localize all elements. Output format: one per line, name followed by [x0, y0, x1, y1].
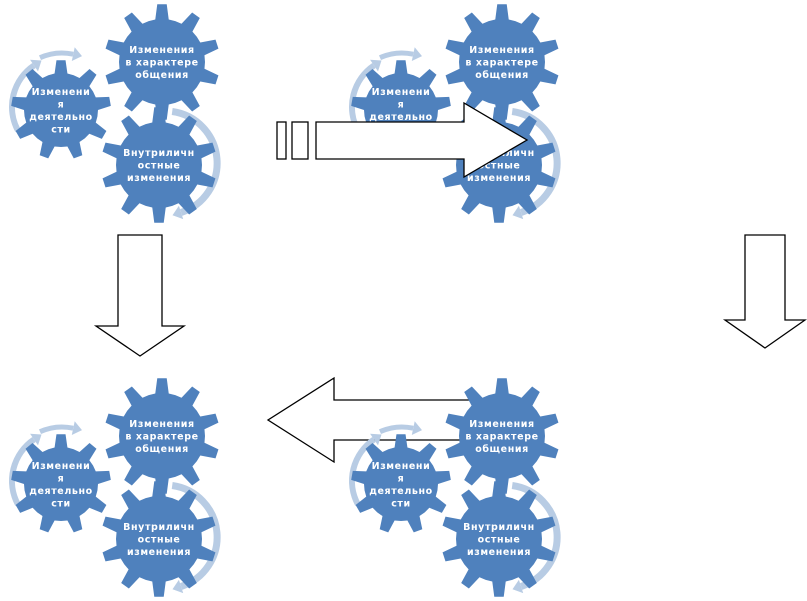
down-arrow-icon [722, 234, 807, 349]
cycle-arrow-left [349, 437, 376, 506]
gear-label-line: Внутриличн [123, 522, 195, 533]
gear-icon [445, 378, 559, 494]
cycle-arrow-right-head [512, 205, 524, 220]
gear-label-line: общения [475, 444, 529, 455]
cycle-arrow-top [378, 424, 414, 435]
gear-label-line: Внутриличн [123, 148, 195, 159]
gear-label-line: изменения [467, 547, 531, 558]
gear-label-line: в характере [125, 432, 198, 443]
gear-label-line: общения [475, 70, 529, 81]
down-arrow-icon [93, 234, 187, 357]
gear-label-line: деятельно [369, 486, 433, 497]
cycle-arrow-right-head [512, 579, 524, 594]
gear-icon [445, 4, 559, 120]
gear-label-line: изменения [127, 173, 191, 184]
cycle-arrow-top-head [411, 47, 422, 61]
gear-icon [442, 481, 556, 597]
gear-label-line: Изменени [32, 87, 91, 98]
gear-label-line: Изменения [129, 45, 194, 56]
gear-label-line: остные [138, 161, 181, 172]
cycle-arrow-right-head [172, 579, 184, 594]
gear-label-line: я [398, 473, 405, 484]
gear-icon [11, 434, 111, 533]
gear-label-line: деятельно [29, 112, 93, 123]
gear-label-line: Изменени [32, 461, 91, 472]
cycle-arrow-top-head [411, 421, 422, 435]
gear-label-line: остные [478, 161, 521, 172]
gear-label-line: общения [135, 444, 189, 455]
gear-label-line: деятельно [29, 486, 93, 497]
gear-label-line: в характере [465, 432, 538, 443]
gear-icon [105, 378, 219, 494]
arrow-stripe [291, 121, 309, 160]
cycle-arrow-top [38, 50, 74, 61]
gear-label-line: Внутриличн [463, 522, 535, 533]
block-arrows-layer [93, 101, 807, 357]
gear-icon [102, 107, 216, 223]
gear-label-line: Изменени [372, 87, 431, 98]
gear-label-line: общения [135, 70, 189, 81]
gear-label-line: изменения [467, 173, 531, 184]
cycle-arrow-right-head [172, 205, 184, 220]
gear-icon [351, 434, 451, 533]
gear-label-line: остные [478, 535, 521, 546]
gear-icon [105, 4, 219, 120]
arrow-stripe [276, 121, 287, 160]
cycle-arrow-top [38, 424, 74, 435]
gear-label-line: Изменения [469, 45, 534, 56]
gear-icon [102, 481, 216, 597]
gear-label-line: в характере [125, 58, 198, 69]
gear-label-line: Изменения [129, 419, 194, 430]
arrow-body [722, 234, 807, 349]
gear-label-line: Изменения [469, 419, 534, 430]
cycle-arrow-left [9, 63, 36, 132]
gear-icon [11, 60, 111, 159]
gear-label-line: деятельно [369, 112, 433, 123]
cycle-arrow-left-head [370, 433, 382, 446]
gear-label-line: я [58, 99, 65, 110]
arrow-body [315, 101, 529, 179]
cycle-arrow-top-head [71, 47, 82, 61]
gear-label-line: изменения [127, 547, 191, 558]
gear-label-line: остные [138, 535, 181, 546]
gear-label-line: сти [51, 124, 71, 135]
cycle-arrow-left-head [30, 433, 42, 446]
striped-right-arrow-icon [276, 101, 529, 179]
gear-label-line: сти [391, 498, 411, 509]
gear-label-line: Изменени [372, 461, 431, 472]
gear-label-line: я [398, 99, 405, 110]
cycle-arrow-left [9, 437, 36, 506]
cycle-arrow-top [378, 50, 414, 61]
cycle-arrow-top-head [71, 421, 82, 435]
gear-label-line: в характере [465, 58, 538, 69]
gear-label-line: я [58, 473, 65, 484]
cycle-arrow-left-head [30, 59, 42, 72]
arrow-body [93, 234, 187, 357]
gear-label-line: сти [51, 498, 71, 509]
cycle-arrow-left-head [370, 59, 382, 72]
